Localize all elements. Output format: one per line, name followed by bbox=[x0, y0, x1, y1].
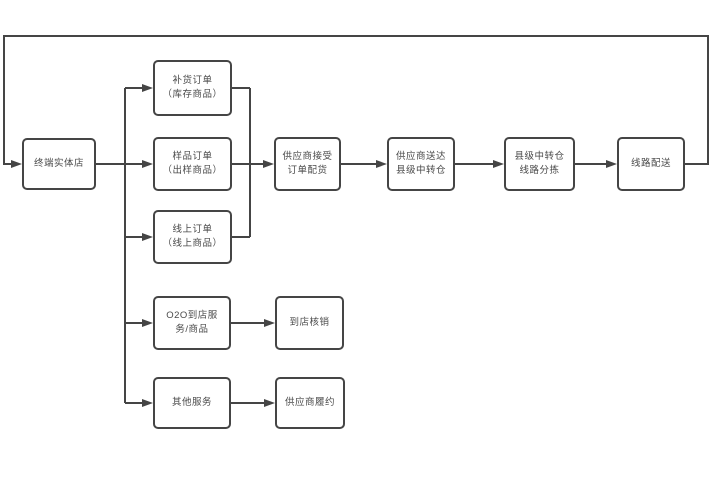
node-replenish-order: 补货订单 （库存商品） bbox=[153, 60, 232, 116]
node-supplier-accept: 供应商接受 订单配货 bbox=[274, 137, 341, 191]
edge-merge-trunk bbox=[232, 87, 265, 238]
node-o2o-service: O2O到店服 务/商品 bbox=[153, 296, 231, 350]
node-online-order: 线上订单 （线上商品） bbox=[153, 210, 232, 264]
node-other-service: 其他服务 bbox=[153, 377, 231, 429]
node-other-service-label: 其他服务 bbox=[171, 397, 212, 408]
arrowhead bbox=[142, 84, 153, 92]
node-county-sorting-label: 县级中转仓 线路分拣 bbox=[514, 151, 565, 176]
arrowhead bbox=[263, 160, 274, 168]
node-supplier-accept-label: 供应商接受 订单配货 bbox=[282, 151, 333, 176]
node-supplier-deliver: 供应商送达 县级中转仓 bbox=[387, 137, 455, 191]
node-supplier-deliver-label: 供应商送达 县级中转仓 bbox=[395, 151, 446, 176]
edge-terminal-branch-trunk bbox=[96, 88, 126, 403]
node-route-delivery-label: 线路配送 bbox=[630, 158, 671, 169]
node-terminal-store-label: 终端实体店 bbox=[33, 158, 84, 169]
arrowhead bbox=[606, 160, 617, 168]
arrowhead bbox=[142, 233, 153, 241]
node-supplier-fulfill-label: 供应商履约 bbox=[284, 397, 335, 408]
node-replenish-order-label: 补货订单 （库存商品） bbox=[162, 75, 223, 100]
node-online-order-label: 线上订单 （线上商品） bbox=[162, 224, 223, 249]
node-sample-order-label: 样品订单 （出样商品） bbox=[162, 151, 223, 176]
arrowhead bbox=[376, 160, 387, 168]
arrowhead bbox=[142, 399, 153, 407]
arrowhead bbox=[11, 160, 22, 168]
arrowhead bbox=[142, 319, 153, 327]
arrowhead bbox=[493, 160, 504, 168]
node-county-sorting: 县级中转仓 线路分拣 bbox=[504, 137, 575, 191]
node-sample-order: 样品订单 （出样商品） bbox=[153, 137, 232, 191]
node-o2o-service-label: O2O到店服 务/商品 bbox=[166, 310, 218, 335]
node-terminal-store: 终端实体店 bbox=[22, 138, 96, 190]
node-store-verify: 到店核销 bbox=[275, 296, 344, 350]
node-store-verify-label: 到店核销 bbox=[289, 317, 330, 328]
edge-feedback-loop bbox=[3, 35, 709, 165]
node-route-delivery: 线路配送 bbox=[617, 137, 685, 191]
arrowhead bbox=[142, 160, 153, 168]
arrowhead bbox=[264, 399, 275, 407]
node-supplier-fulfill: 供应商履约 bbox=[275, 377, 345, 429]
arrowhead bbox=[264, 319, 275, 327]
